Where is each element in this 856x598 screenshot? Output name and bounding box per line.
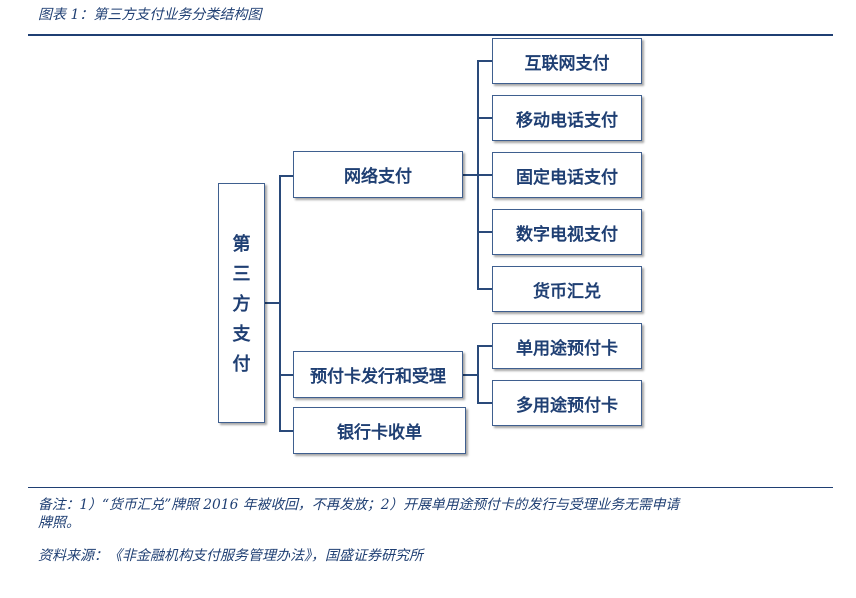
node-mobile-payment: 移动电话支付 xyxy=(492,95,642,141)
node-single-purpose-card: 单用途预付卡 xyxy=(492,323,642,369)
node-prepaid-card: 预付卡发行和受理 xyxy=(293,351,463,398)
bottom-rule xyxy=(28,487,833,488)
node-network-payment: 网络支付 xyxy=(293,151,463,198)
source-note: 资料来源：《非金融机构支付服务管理办法》，国盛证券研究所 xyxy=(38,548,423,564)
node-digital-tv-payment: 数字电视支付 xyxy=(492,209,642,255)
root-node-label: 第三方支付 xyxy=(232,234,251,375)
node-fixed-phone-payment: 固定电话支付 xyxy=(492,152,642,198)
top-rule xyxy=(28,34,833,36)
figure-title: 图表 1：第三方支付业务分类结构图 xyxy=(38,7,262,23)
remark-line-2: 牌照。 xyxy=(38,515,80,531)
node-bank-card-acquiring: 银行卡收单 xyxy=(293,407,466,454)
node-multi-purpose-card: 多用途预付卡 xyxy=(492,380,642,426)
node-currency-exchange: 货币汇兑 xyxy=(492,266,642,312)
remark-line-1: 备注：1）“货币汇兑”牌照 2016 年被收回，不再发放；2）开展单用途预付卡的… xyxy=(38,497,680,513)
root-node: 第三方支付 xyxy=(218,183,265,423)
node-internet-payment: 互联网支付 xyxy=(492,38,642,84)
